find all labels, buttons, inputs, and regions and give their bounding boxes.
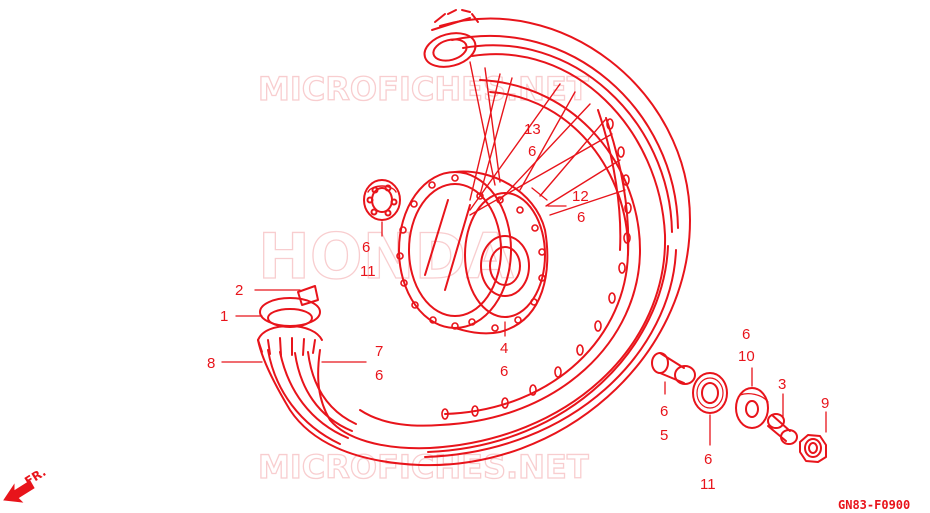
axle-nut <box>799 434 827 463</box>
callout-9: 9 <box>821 395 829 412</box>
rim-nipples <box>441 118 632 420</box>
side-collar <box>767 413 798 445</box>
hub-drawing <box>398 170 549 335</box>
spokes <box>469 61 626 216</box>
callout-7: 7 <box>375 343 383 360</box>
leader-lines <box>221 187 827 446</box>
callout-3: 3 <box>778 376 786 393</box>
callout-6: 6 <box>528 143 536 160</box>
dust-seal <box>735 387 769 429</box>
bearing-left <box>363 179 401 221</box>
axle-distance-collar <box>651 352 696 385</box>
callout-12: 12 <box>572 188 589 205</box>
front-direction-indicator: FR. <box>3 465 48 503</box>
callout-13: 13 <box>524 121 541 138</box>
watermark-bottom: MICROFICHES.NET <box>258 448 589 486</box>
watermark-center: HONDA <box>258 220 514 293</box>
callout-6: 6 <box>704 451 712 468</box>
callouts: 13 6 12 6 6 11 2 1 8 7 6 4 6 6 10 3 9 6 … <box>207 121 829 493</box>
callout-4: 4 <box>500 340 508 357</box>
tire-drawing <box>257 17 691 467</box>
bearing-right <box>692 372 728 414</box>
callout-6: 6 <box>500 363 508 380</box>
hub-flange-holes <box>396 174 546 332</box>
tire-section-front <box>257 297 323 356</box>
callout-1: 1 <box>220 308 228 325</box>
rim-drawing <box>359 79 641 427</box>
callout-6: 6 <box>577 209 585 226</box>
callout-6: 6 <box>660 403 668 420</box>
callout-6: 6 <box>362 239 370 256</box>
callout-5: 5 <box>660 427 668 444</box>
front-arrow-icon <box>3 480 35 503</box>
callout-6: 6 <box>742 326 750 343</box>
rim-band <box>297 285 319 306</box>
callout-6: 6 <box>375 367 383 384</box>
watermark-top: MICROFICHES.NET <box>258 70 589 108</box>
callout-11: 11 <box>700 476 716 493</box>
callout-8: 8 <box>207 355 215 372</box>
callout-10: 10 <box>738 348 755 365</box>
callout-2: 2 <box>235 282 243 299</box>
tire-section-top <box>423 9 479 68</box>
callout-11: 11 <box>360 263 376 280</box>
diagram-code: GN83-F0900 <box>838 498 910 512</box>
